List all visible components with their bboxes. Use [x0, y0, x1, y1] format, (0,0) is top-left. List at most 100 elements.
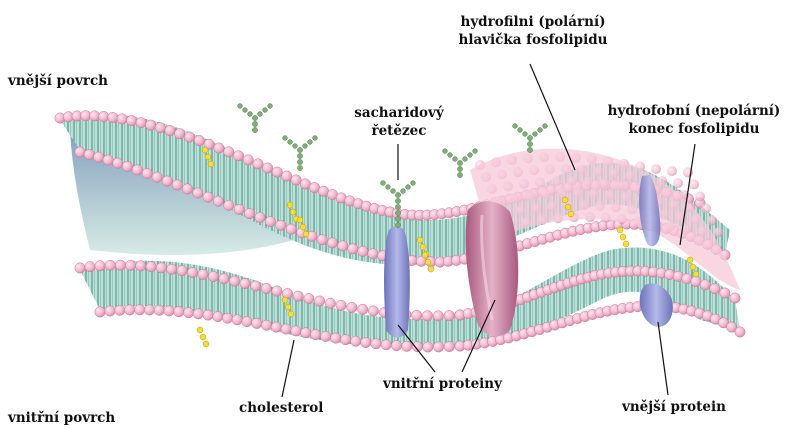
phospholipid-head	[164, 306, 174, 316]
phospholipid-head	[194, 135, 204, 145]
leader-cholesterol	[282, 340, 294, 397]
phospholipid-head	[252, 318, 262, 328]
phospholipid-head	[234, 204, 244, 214]
inner-protein-blue	[384, 226, 410, 338]
sugar-bead	[297, 147, 302, 152]
sugar-bead	[457, 160, 462, 165]
sugar-bead	[468, 153, 473, 158]
sugar-bead	[248, 112, 253, 117]
sugar-bead	[395, 216, 400, 221]
phospholipid-head	[229, 276, 239, 286]
phospholipid-head	[262, 163, 272, 173]
phospholipid-head	[336, 300, 346, 310]
phospholipid-head	[146, 262, 156, 272]
label-hydrophobic-line1: hydrofobní (nepolární)	[606, 102, 782, 120]
phospholipid-head	[250, 281, 260, 291]
phospholipid-head	[135, 305, 145, 315]
phospholipid-head	[361, 337, 371, 347]
sugar-bead	[443, 149, 448, 154]
phospholipid-head	[325, 298, 335, 308]
cholesterol-dot	[617, 227, 623, 233]
phospholipid-head	[301, 328, 311, 338]
phospholipid-head	[351, 336, 361, 346]
phospholipid-head	[423, 342, 433, 352]
phospholipid-head	[208, 271, 218, 281]
cholesterol-dot	[693, 271, 699, 277]
phospholipid-head	[402, 341, 412, 351]
phospholipid-head	[155, 123, 165, 133]
sugar-bead	[533, 132, 538, 137]
phospholipid-head	[117, 114, 127, 124]
phospholipid-head	[300, 179, 310, 189]
phospholipid-head	[338, 241, 348, 251]
phospholipid-head	[125, 305, 135, 315]
cholesterol-dot	[200, 334, 206, 340]
cholesterol-dot	[285, 304, 291, 310]
sugar-bead	[457, 172, 462, 177]
sugar-bead	[411, 181, 416, 186]
phospholipid-head	[174, 307, 184, 317]
phospholipid-head	[165, 125, 175, 135]
phospholipid-head	[167, 264, 177, 274]
cholesterol-dot	[568, 211, 574, 217]
phospholipid-head	[710, 284, 720, 294]
sugar-bead	[391, 189, 396, 194]
sugar-bead	[283, 136, 288, 141]
sugar-bead	[303, 144, 308, 149]
phospholipid-head	[122, 161, 132, 171]
label-hydrophilic: hydrofilni (polární) hlavička fosfolipid…	[438, 13, 628, 49]
label-inner-surface: vnitřní povrch	[8, 409, 115, 427]
phospholipid-head	[700, 280, 710, 290]
phospholipid-head	[219, 274, 229, 284]
phospholipid-head	[182, 184, 192, 194]
phospholipid-head	[95, 307, 105, 317]
phospholipid-head	[142, 168, 152, 178]
phospholipid-head	[214, 143, 224, 153]
cholesterol-dot	[690, 264, 696, 270]
phospholipid-head	[253, 159, 263, 169]
label-hydrophobic-line2: konec fosfolipidu	[606, 120, 782, 138]
phospholipid-head	[271, 322, 281, 332]
phospholipid-head	[371, 339, 381, 349]
phospholipid-head	[184, 132, 194, 142]
sugar-bead	[518, 128, 523, 133]
phospholipid-head	[198, 269, 208, 279]
phospholipid-head	[115, 305, 125, 315]
label-cholesterol: cholesterol	[239, 399, 323, 417]
cholesterol-dot	[422, 252, 428, 258]
label-saccharide: sacharidový řetězec	[344, 104, 454, 140]
phospholipid-head	[93, 152, 103, 162]
cholesterol-dot	[562, 197, 568, 203]
phospholipid-head	[309, 182, 319, 192]
cholesterol-dot	[205, 154, 211, 160]
label-outer-surface: vnější povrch	[8, 72, 108, 90]
phospholipid-head	[358, 246, 368, 256]
phospholipid-head	[242, 316, 252, 326]
phospholipid-head	[75, 263, 85, 273]
phospholipid-head	[272, 167, 282, 177]
phospholipid-head	[317, 235, 327, 245]
sugar-bead	[395, 204, 400, 209]
phospholipid-head	[730, 293, 740, 303]
phospholipid-head	[113, 158, 123, 168]
phospholipid-head	[433, 311, 443, 321]
phospholipid-head	[105, 260, 115, 270]
sugar-bead	[453, 157, 458, 162]
phospholipid-head	[244, 208, 254, 218]
sugar-bead	[406, 185, 411, 190]
cholesterol-dot	[428, 266, 434, 272]
sugar-bead	[308, 140, 313, 145]
phospholipid-head	[261, 320, 271, 330]
sugar-bead	[243, 108, 248, 113]
sugar-bead	[395, 198, 400, 203]
phospholipid-head	[154, 305, 164, 315]
phospholipid-head	[203, 310, 213, 320]
phospholipid-head	[187, 267, 197, 277]
phospholipid-head	[172, 180, 182, 190]
phospholipid-head	[265, 216, 275, 226]
phospholipid-head	[177, 266, 187, 276]
phospholipid-head	[95, 261, 105, 271]
phospholipid-head	[695, 191, 705, 201]
cholesterol-dot	[297, 217, 303, 223]
